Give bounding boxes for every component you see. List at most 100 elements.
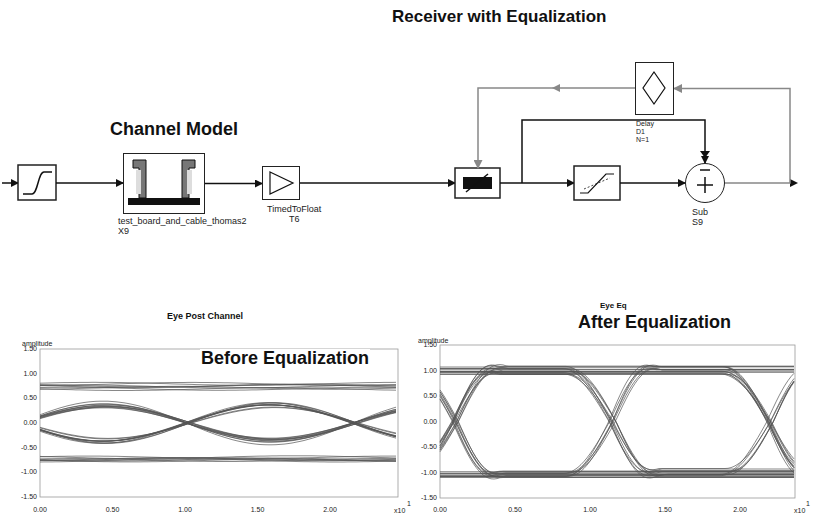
- block: TimedToFloatT6: [262, 166, 300, 200]
- eye-trace: [440, 369, 794, 370]
- plot-frame: [440, 345, 795, 498]
- filter-icon: [466, 174, 488, 192]
- block-label: Delay: [636, 120, 654, 128]
- sum-circle: SubS9: [685, 163, 725, 203]
- section-label: Channel Model: [110, 120, 238, 140]
- output-arrow: [790, 179, 798, 187]
- eye-trace: [40, 405, 396, 441]
- branch-wire: [522, 120, 705, 183]
- block-label: S9: [692, 218, 703, 228]
- axis-label: 1.00: [583, 506, 597, 514]
- converter-icon: [270, 172, 293, 194]
- delay-icon: [643, 72, 665, 104]
- axis-label: 1.50: [23, 345, 37, 353]
- eye-traces: [40, 365, 794, 479]
- axis-label: 0.00: [423, 418, 437, 426]
- axis-label: 1.50: [658, 506, 672, 514]
- axis-label: 1.50: [423, 341, 437, 349]
- eye-trace: [440, 373, 794, 466]
- connector-icon: [182, 160, 195, 198]
- axis-label: -1.00: [421, 469, 437, 477]
- axis-label: -0.50: [421, 443, 437, 451]
- eye-trace: [40, 403, 396, 444]
- axis-label: 0.50: [423, 392, 437, 400]
- wire: [500, 182, 574, 184]
- eye-trace: [440, 367, 794, 473]
- eye-trace: [40, 405, 396, 442]
- eye-trace: [440, 399, 794, 474]
- axis-label: 1.00: [423, 367, 437, 375]
- step-source: [18, 165, 56, 200]
- eye-trace: [440, 368, 794, 476]
- minus-sign: [700, 169, 710, 171]
- plus-sign: [704, 177, 706, 193]
- eye-trace: [40, 407, 396, 439]
- eye-trace: [40, 404, 396, 442]
- arrow-head: [552, 84, 560, 92]
- eye-trace: [40, 401, 396, 445]
- axis-label: 0.00: [433, 506, 447, 514]
- eye-trace: [440, 372, 794, 465]
- eye-trace: [40, 407, 396, 439]
- arrow-head: [700, 151, 710, 158]
- axis-label: 1: [806, 500, 810, 508]
- wire: [56, 182, 123, 184]
- block-label: T6: [289, 215, 300, 225]
- eye-trace: [440, 374, 794, 459]
- feedback-connector: [674, 89, 790, 184]
- eye-trace: [440, 368, 794, 476]
- input-wire: [2, 182, 18, 184]
- plot-title: Eye Post Channel: [167, 312, 243, 322]
- axis-label: 1.00: [23, 370, 37, 378]
- eye-trace: [40, 405, 396, 441]
- eye-trace: [440, 368, 794, 468]
- eye-trace: [40, 405, 396, 441]
- eye-trace: [40, 384, 396, 387]
- block: test_board_and_cable_thomas2X9: [123, 153, 205, 214]
- eye-trace: [440, 474, 794, 475]
- plot-title: Eye Eq: [600, 302, 627, 311]
- adaptive-filter: [455, 168, 500, 198]
- eye-trace: [40, 382, 396, 385]
- block-label: X9: [118, 227, 129, 237]
- eye-trace: [440, 392, 794, 476]
- eye-trace: [440, 381, 794, 473]
- step-icon: [23, 172, 52, 194]
- axis-label: x10: [394, 507, 405, 515]
- eye-trace: [440, 373, 794, 471]
- feedback-wire: [478, 88, 635, 168]
- eye-trace: [440, 369, 794, 476]
- block-label: test_board_and_cable_thomas2: [118, 217, 247, 227]
- axis-label: 1.00: [178, 506, 192, 514]
- eye-trace: [440, 373, 794, 472]
- axis-label: 0.00: [23, 419, 37, 427]
- axis-label: 0.50: [23, 394, 37, 402]
- block-label: D1: [636, 128, 645, 136]
- eye-trace: [440, 371, 794, 467]
- eye-trace: [40, 405, 396, 441]
- board-icon: [128, 198, 200, 205]
- connector-icon: [133, 160, 146, 198]
- axis-label: -1.50: [421, 494, 437, 502]
- axis-label: 0.00: [33, 506, 47, 514]
- axis-label: 0.50: [106, 506, 120, 514]
- connector-icon: [136, 170, 141, 194]
- section-label: After Equalization: [578, 313, 731, 333]
- eye-trace: [40, 456, 396, 459]
- connector-icon: [187, 170, 192, 194]
- eye-trace: [40, 404, 396, 442]
- eye-trace: [440, 371, 794, 473]
- slicer-icon: [584, 178, 610, 189]
- section-label: Before Equalization: [200, 349, 370, 369]
- eye-trace: [440, 369, 794, 475]
- slicer: [574, 166, 620, 200]
- eye-trace: [440, 395, 794, 476]
- axis-label: 1.50: [251, 506, 265, 514]
- eye-trace: [440, 365, 794, 476]
- eye-trace: [440, 372, 794, 463]
- axis-label: -1.50: [21, 493, 37, 501]
- eye-trace: [440, 366, 794, 471]
- eye-trace: [40, 405, 396, 441]
- eye-trace: [440, 368, 794, 473]
